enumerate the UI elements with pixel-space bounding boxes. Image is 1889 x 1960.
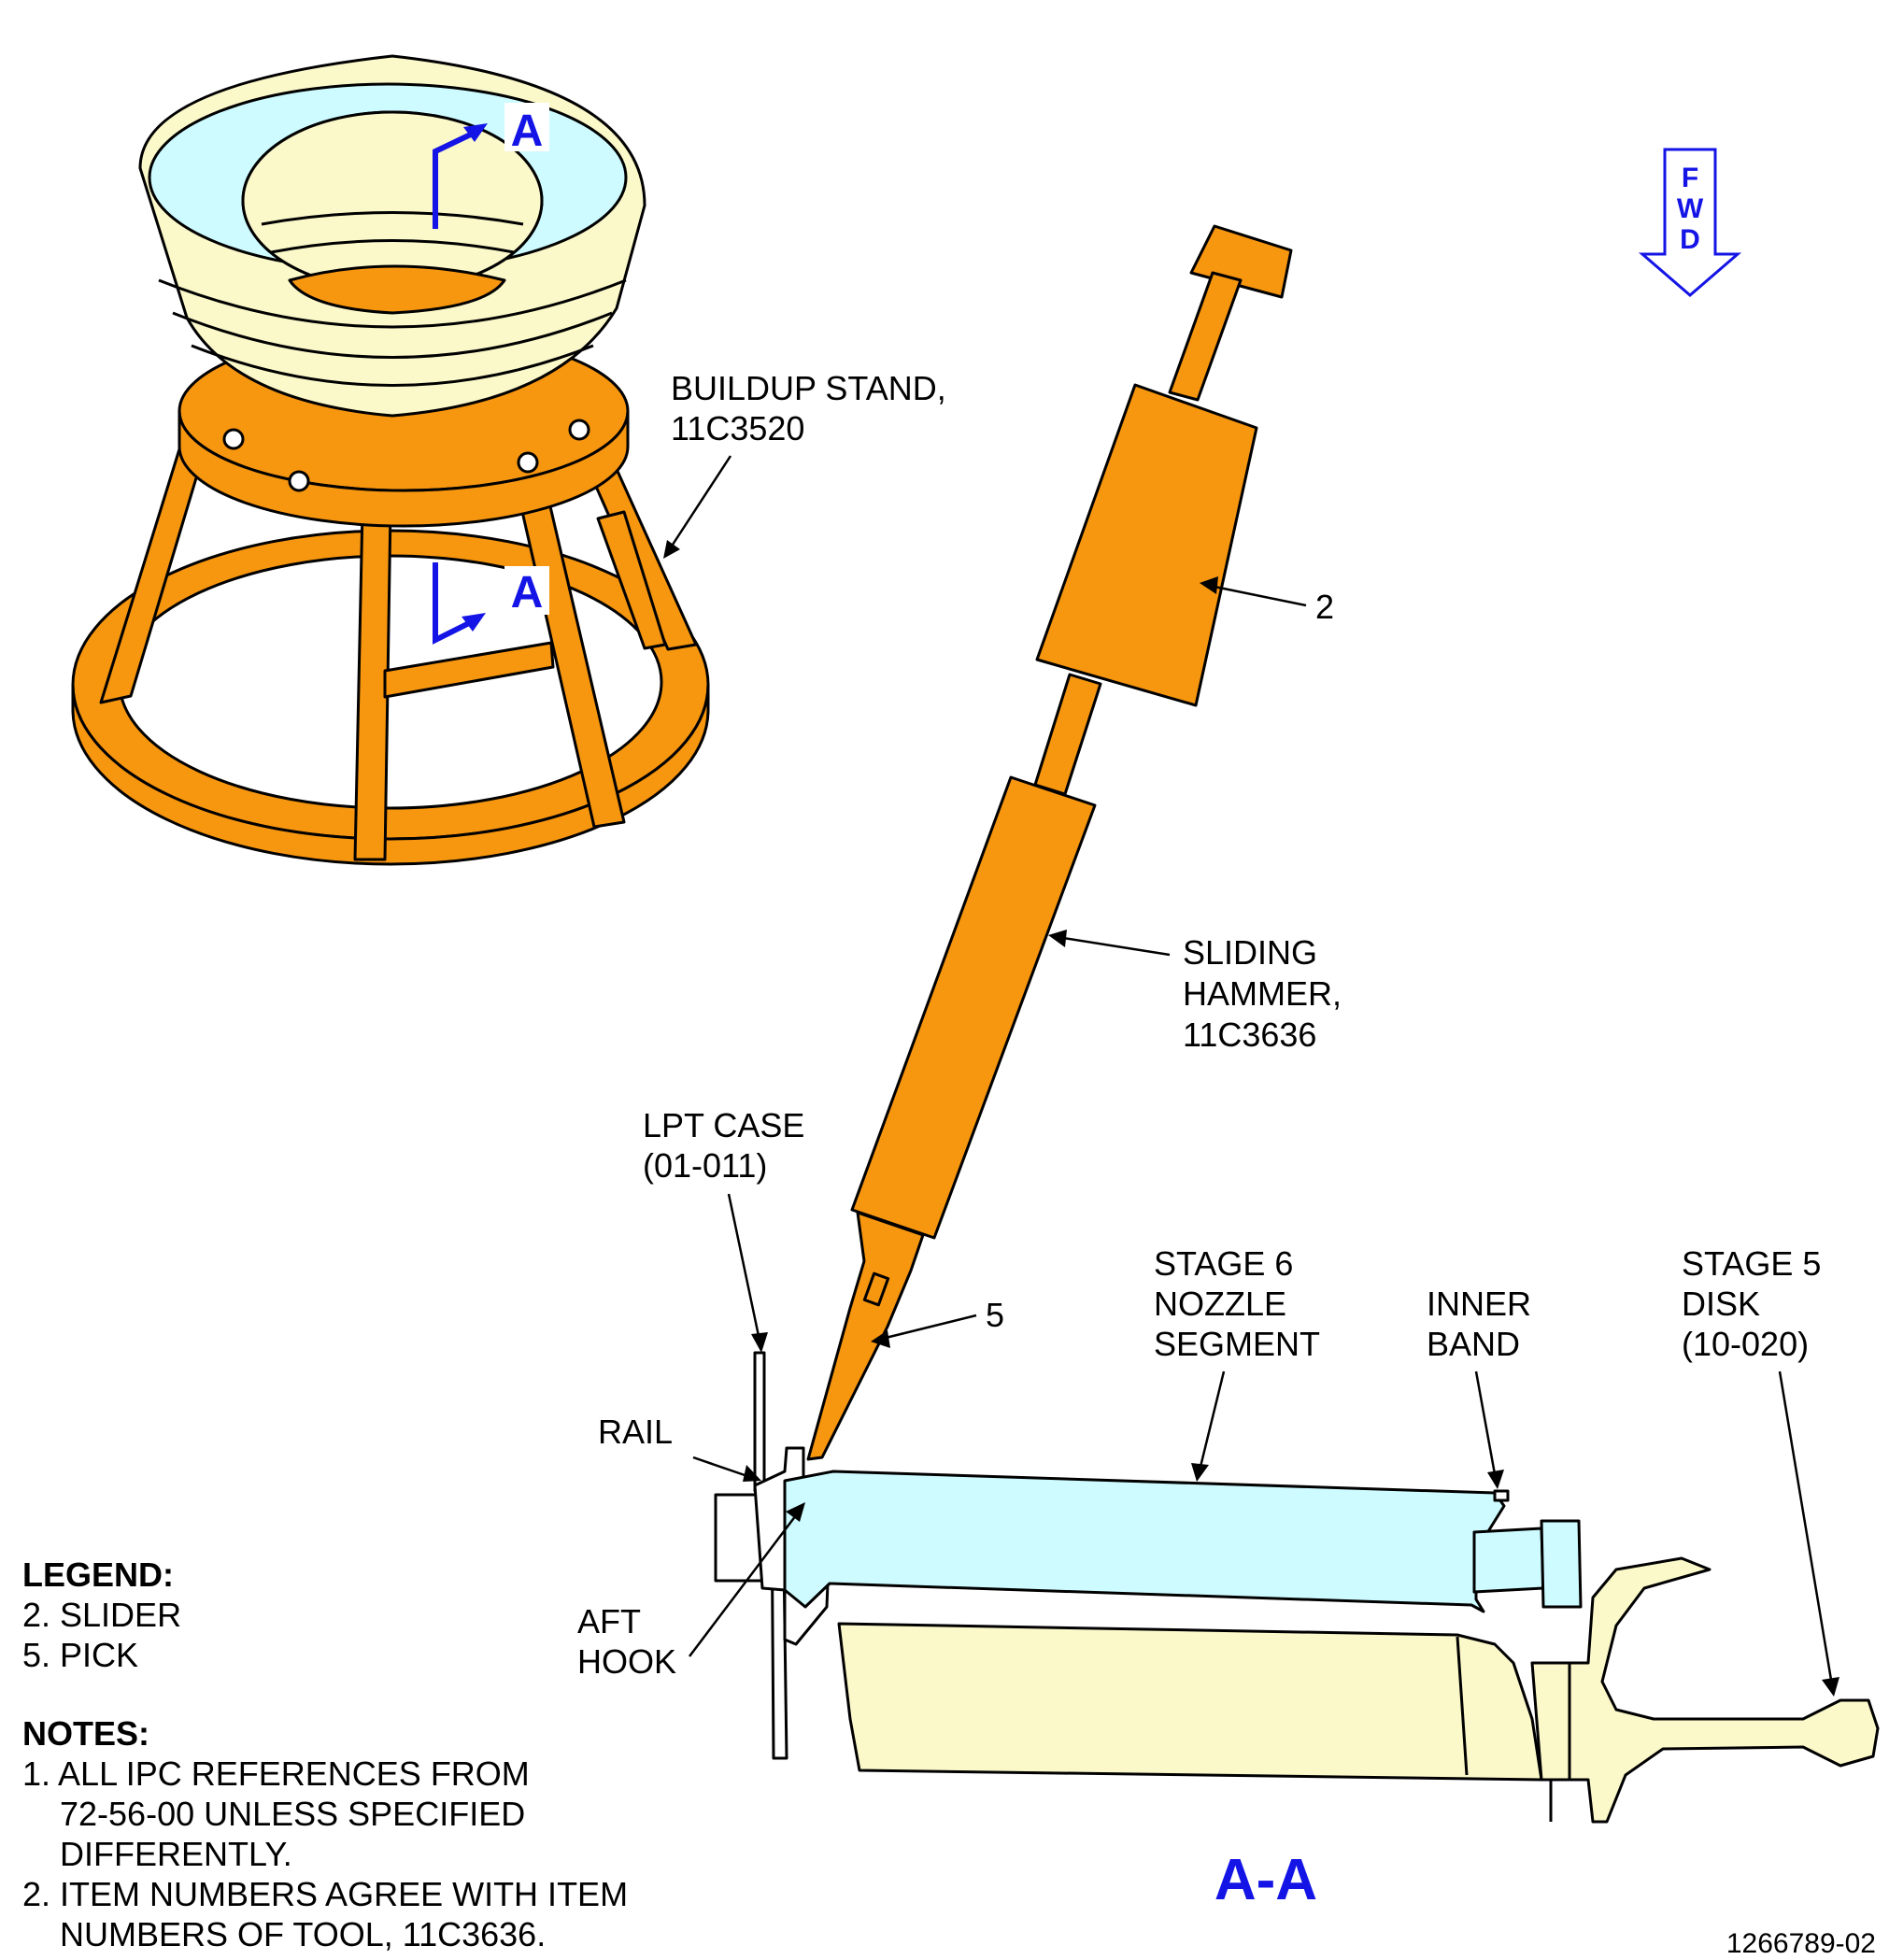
stand-cross-brace bbox=[383, 641, 555, 699]
note-2-line1: 2. ITEM NUMBERS AGREE WITH ITEM bbox=[22, 1875, 628, 1913]
note-2-line2: NUMBERS OF TOOL, 11C3636. bbox=[60, 1915, 546, 1953]
label-item-5: 5 bbox=[986, 1296, 1004, 1334]
label-stage6-line1: STAGE 6 bbox=[1154, 1244, 1293, 1283]
label-sliding-hammer-line3: 11C3636 bbox=[1183, 1016, 1316, 1054]
label-stage6-line3: SEGMENT bbox=[1154, 1325, 1320, 1363]
notes-title: NOTES: bbox=[22, 1714, 149, 1753]
fwd-direction-arrow: F W D bbox=[1638, 148, 1742, 297]
figure-number: 1266789-02 bbox=[1726, 1928, 1876, 1959]
label-inner-band-line1: INNER bbox=[1427, 1285, 1531, 1323]
note-1-line1: 1. ALL IPC REFERENCES FROM bbox=[22, 1754, 530, 1793]
legend-item: 2. SLIDER bbox=[22, 1596, 181, 1634]
stage5-disk bbox=[1530, 1556, 1880, 1824]
label-stage5-line1: STAGE 5 bbox=[1682, 1244, 1821, 1283]
fwd-letter-f: F bbox=[1682, 163, 1698, 193]
pick-tip bbox=[806, 1211, 925, 1461]
label-buildup-stand-line1: BUILDUP STAND, bbox=[671, 369, 946, 407]
label-sliding-hammer-line1: SLIDING bbox=[1183, 933, 1317, 972]
label-lpt-case-line2: (01-011) bbox=[643, 1146, 767, 1185]
label-stage5-line3: (10-020) bbox=[1682, 1325, 1809, 1363]
label-sliding-hammer-line2: HAMMER, bbox=[1183, 974, 1342, 1013]
label-item-2: 2 bbox=[1315, 588, 1334, 626]
sliding-hammer-tool bbox=[806, 224, 1293, 1461]
section-letter-lower: A bbox=[511, 568, 544, 618]
buildup-stand: A A bbox=[71, 54, 710, 866]
label-stage6-line2: NOZZLE bbox=[1154, 1285, 1286, 1323]
legend-item: 5. PICK bbox=[22, 1636, 138, 1674]
label-buildup-stand-line2: 11C3520 bbox=[671, 409, 804, 447]
note-1-line3: DIFFERENTLY. bbox=[60, 1835, 292, 1873]
legend-title: LEGEND: bbox=[22, 1555, 174, 1594]
label-inner-band-line2: BAND bbox=[1427, 1325, 1520, 1363]
label-stage5-line2: DISK bbox=[1682, 1285, 1760, 1323]
section-cut-mark-upper: A bbox=[433, 103, 549, 229]
hammer-body bbox=[850, 775, 1097, 1240]
section-view-title: A-A bbox=[1214, 1848, 1317, 1912]
section-letter-upper: A bbox=[511, 107, 544, 156]
stage6-nozzle-segment bbox=[783, 1470, 1506, 1613]
fwd-letter-w: W bbox=[1677, 193, 1704, 224]
lpt-inner-bore bbox=[241, 110, 544, 291]
label-rail: RAIL bbox=[598, 1413, 673, 1451]
fwd-letter-d: D bbox=[1680, 224, 1700, 255]
slider-weight bbox=[1035, 383, 1258, 707]
label-aft-hook-line1: AFT bbox=[577, 1602, 641, 1640]
section-cut-mark-lower: A bbox=[433, 562, 549, 645]
label-aft-hook-line2: HOOK bbox=[577, 1642, 676, 1681]
lpt-hub bbox=[288, 264, 506, 315]
stage5-blade bbox=[837, 1622, 1543, 1782]
label-lpt-case-line1: LPT CASE bbox=[643, 1106, 804, 1144]
note-1-line2: 72-56-00 UNLESS SPECIFIED bbox=[60, 1795, 525, 1833]
section-a-a-view bbox=[714, 1351, 1880, 1824]
